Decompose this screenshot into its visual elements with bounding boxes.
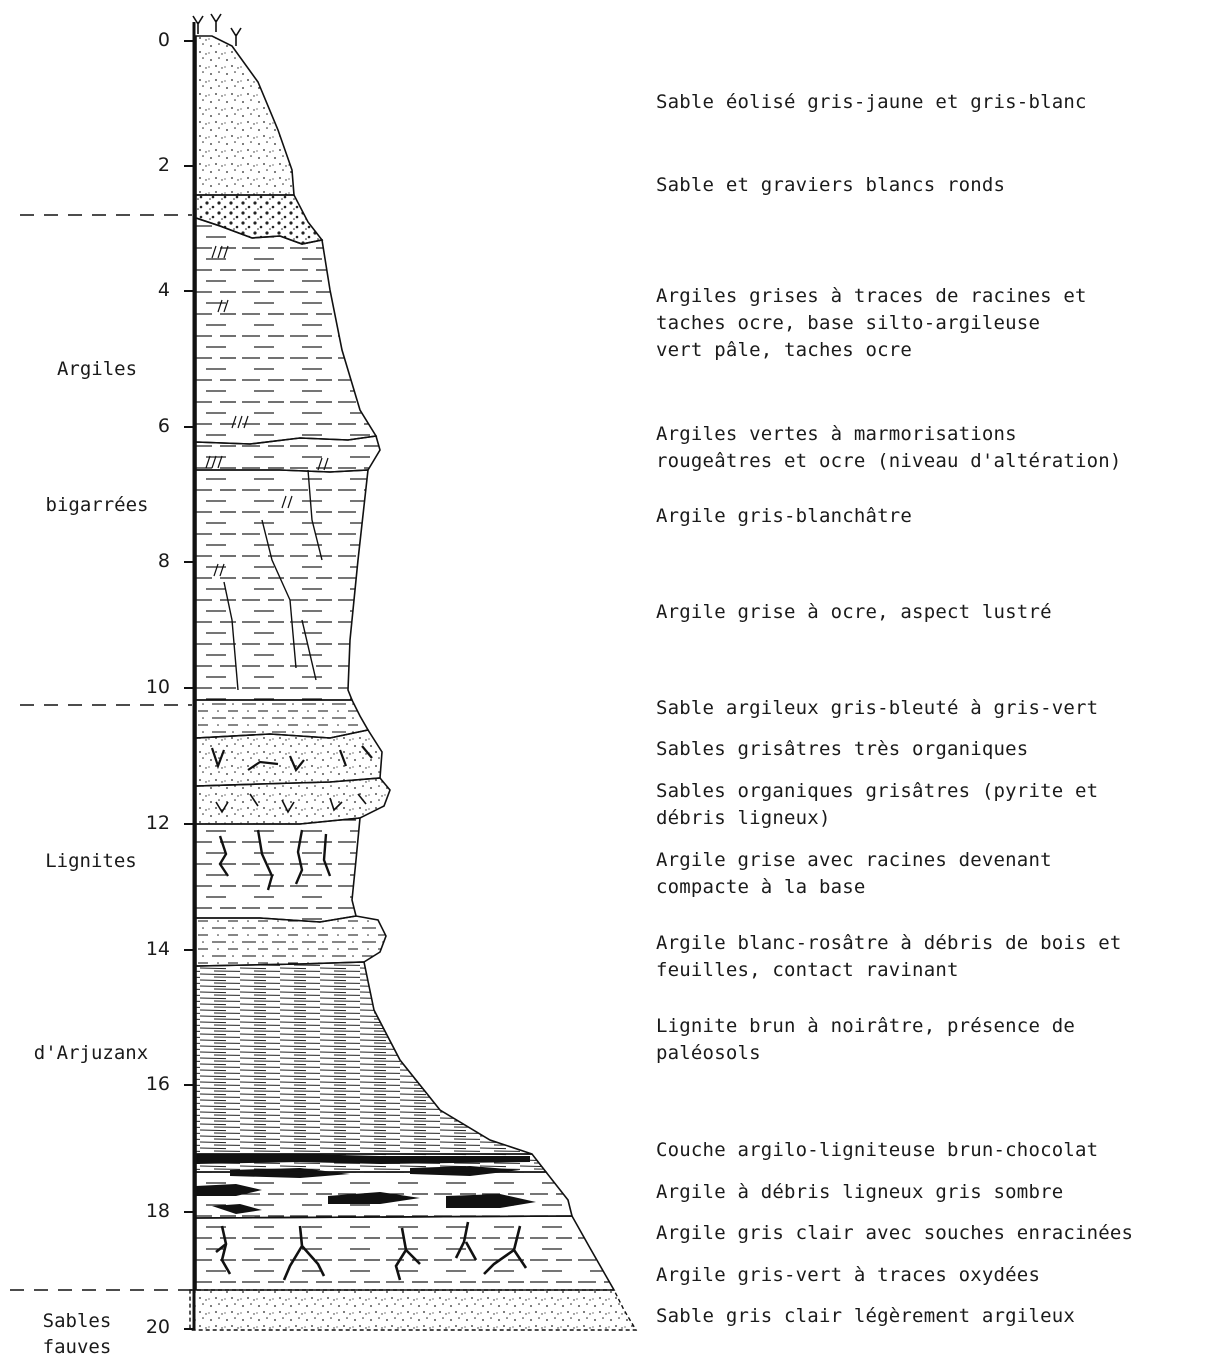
formation-label-lignites: Lignites bbox=[16, 850, 166, 872]
layer-description-5: Argile gris-blanchâtre bbox=[656, 503, 1212, 530]
layer-description-11: Argile blanc-rosâtre à débris de bois et… bbox=[656, 930, 1212, 984]
layer-description-4: Argiles vertes à marmorisations rougeâtr… bbox=[656, 421, 1212, 475]
depth-label-10: 10 bbox=[110, 676, 170, 698]
layer-description-12: Lignite brun à noirâtre, présence de pal… bbox=[656, 1013, 1212, 1067]
layer-description-2: Sable et graviers blancs ronds bbox=[656, 172, 1212, 199]
layer-description-14: Argile à débris ligneux gris sombre bbox=[656, 1179, 1212, 1206]
formation-label-bigarrees: bigarrées bbox=[22, 494, 172, 516]
depth-label-0: 0 bbox=[110, 29, 170, 51]
layer-pink-clay bbox=[196, 916, 386, 966]
layer-description-3: Argiles grises à traces de racines et ta… bbox=[656, 283, 1212, 364]
layer-description-8: Sables grisâtres très organiques bbox=[656, 736, 1212, 763]
depth-label-12: 12 bbox=[110, 812, 170, 834]
formation-label-fauves: fauves bbox=[2, 1336, 152, 1358]
layer-aeolian-sand bbox=[196, 36, 294, 195]
layer-description-10: Argile grise avec racines devenant compa… bbox=[656, 847, 1212, 901]
layer-basal-sand bbox=[190, 1290, 636, 1330]
layer-description-6: Argile grise à ocre, aspect lustré bbox=[656, 599, 1212, 626]
layer-organic-sand bbox=[196, 730, 382, 786]
layer-description-7: Sable argileux gris-bleuté à gris-vert bbox=[656, 695, 1212, 722]
layer-description-1: Sable éolisé gris-jaune et gris-blanc bbox=[656, 89, 1212, 116]
layer-lignite bbox=[196, 962, 532, 1154]
depth-label-14: 14 bbox=[110, 938, 170, 960]
layer-description-17: Sable gris clair légèrement argileux bbox=[656, 1303, 1212, 1330]
layer-description-9: Sables organiques grisâtres (pyrite et d… bbox=[656, 778, 1212, 832]
layer-pyrite-sand bbox=[196, 778, 390, 824]
depth-label-4: 4 bbox=[110, 279, 170, 301]
formation-label-sables: Sables bbox=[2, 1310, 152, 1332]
formation-label-argiles: Argiles bbox=[22, 358, 172, 380]
layer-description-15: Argile gris clair avec souches enracinée… bbox=[656, 1220, 1212, 1247]
layer-clay-roots bbox=[196, 818, 360, 922]
formation-label-arjuzanx: d'Arjuzanx bbox=[16, 1042, 166, 1064]
depth-label-8: 8 bbox=[110, 550, 170, 572]
stratigraphic-log bbox=[0, 0, 650, 1361]
depth-label-6: 6 bbox=[110, 415, 170, 437]
layer-description-13: Couche argilo-ligniteuse brun-chocolat bbox=[656, 1137, 1212, 1164]
layer-clayey-sand bbox=[196, 700, 368, 738]
layer-grey-white-clay bbox=[196, 470, 368, 700]
layer-grey-clays bbox=[196, 218, 376, 444]
depth-label-18: 18 bbox=[110, 1200, 170, 1222]
depth-label-2: 2 bbox=[110, 154, 170, 176]
depth-label-16: 16 bbox=[110, 1073, 170, 1095]
layer-description-16: Argile gris-vert à traces oxydées bbox=[656, 1262, 1212, 1289]
